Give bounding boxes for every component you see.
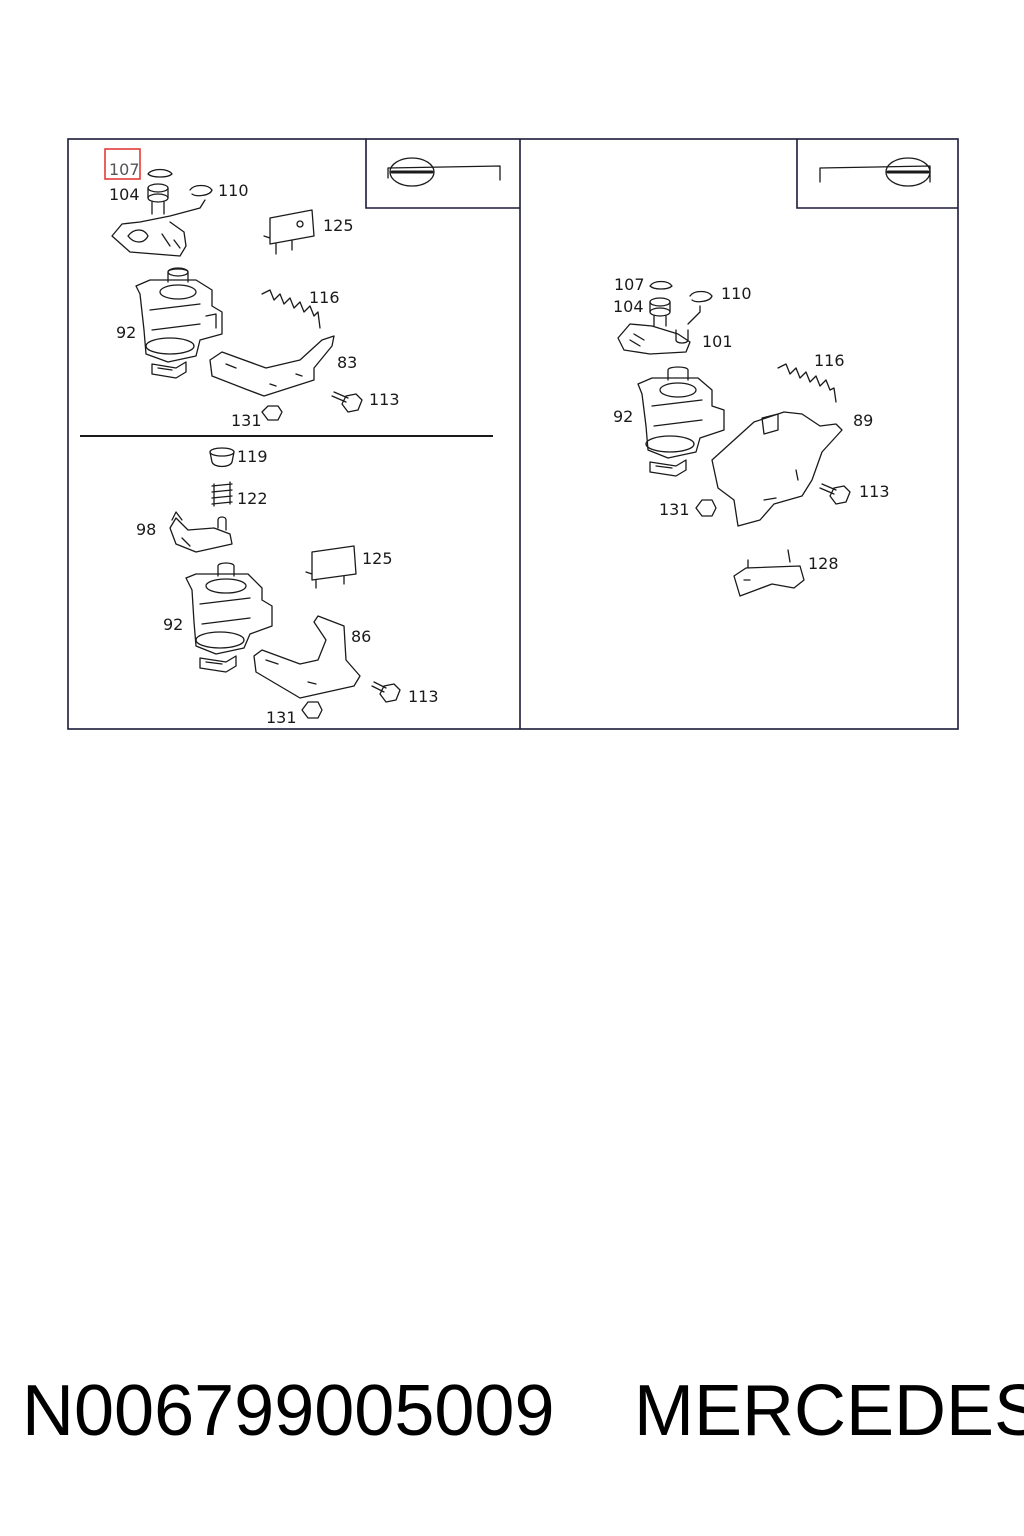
label-131-b[interactable]: 131 <box>266 708 297 727</box>
part-level-sensor-92 <box>135 267 223 379</box>
label-92-r[interactable]: 92 <box>613 407 633 426</box>
part-clip-r <box>649 280 673 290</box>
part-cap-119 <box>209 447 235 468</box>
part-spring-122 <box>211 481 233 507</box>
part-lever-plate <box>111 199 206 257</box>
part-circlip <box>189 184 213 197</box>
part-circlip-r <box>689 290 713 303</box>
part-nut-131-r <box>695 499 717 517</box>
label-116-r[interactable]: 116 <box>814 351 845 370</box>
panel-right <box>617 280 851 597</box>
part-level-sensor-92-r <box>637 366 725 477</box>
part-bolt-113-r <box>819 483 851 505</box>
label-119[interactable]: 119 <box>237 447 268 466</box>
part-spring-116 <box>261 289 321 329</box>
label-131[interactable]: 131 <box>231 411 262 430</box>
labels-right: 107 104 110 101 116 92 89 131 113 128 <box>613 275 890 573</box>
part-nut-131-b <box>301 701 323 719</box>
part-number: N006799005009 <box>22 1371 555 1451</box>
part-bracket-86 <box>253 615 361 699</box>
label-110-r[interactable]: 110 <box>721 284 752 303</box>
label-107-r[interactable]: 107 <box>614 275 645 294</box>
panel-top-left <box>111 168 363 421</box>
part-bracket-83 <box>209 335 335 397</box>
label-116[interactable]: 116 <box>309 288 340 307</box>
label-113-r[interactable]: 113 <box>859 482 890 501</box>
labels-top-left: 107 104 110 125 116 92 83 113 131 <box>104 148 400 430</box>
label-104-r[interactable]: 104 <box>613 297 644 316</box>
label-125-b[interactable]: 125 <box>362 549 393 568</box>
label-89-r[interactable]: 89 <box>853 411 873 430</box>
label-113[interactable]: 113 <box>369 390 400 409</box>
part-bracket-125 <box>263 209 315 255</box>
label-128-r[interactable]: 128 <box>808 554 839 573</box>
label-92[interactable]: 92 <box>116 323 136 342</box>
part-level-sensor-92-b <box>185 562 273 673</box>
vehicle-rear-axle-icon <box>796 139 958 209</box>
part-bolt-113-b <box>371 681 401 703</box>
panel-bottom-left <box>169 447 401 719</box>
part-lever-101 <box>617 323 691 355</box>
labels-bottom-left: 119 122 98 125 92 86 113 131 <box>136 447 439 727</box>
part-bracket-125-b <box>305 545 357 589</box>
label-104[interactable]: 104 <box>109 185 140 204</box>
label-86[interactable]: 86 <box>351 627 371 646</box>
part-spring-116-r <box>777 363 837 403</box>
vehicle-front-axle-icon <box>365 139 520 209</box>
label-113-b[interactable]: 113 <box>408 687 439 706</box>
label-125[interactable]: 125 <box>323 216 354 235</box>
part-clip <box>147 168 173 178</box>
part-plate-128 <box>733 549 805 597</box>
parts-diagram: 107 104 110 125 116 92 83 113 131 119 12… <box>67 138 959 730</box>
label-107[interactable]: 107 <box>109 160 140 179</box>
label-122[interactable]: 122 <box>237 489 268 508</box>
label-92-b[interactable]: 92 <box>163 615 183 634</box>
label-98[interactable]: 98 <box>136 520 156 539</box>
label-83[interactable]: 83 <box>337 353 357 372</box>
footer-caption: N006799005009 MERCEDES <box>0 1370 1024 1480</box>
part-bolt-113 <box>331 391 363 413</box>
label-101-r[interactable]: 101 <box>702 332 733 351</box>
part-nut-131 <box>261 405 283 421</box>
label-131-r[interactable]: 131 <box>659 500 690 519</box>
diagram-frame <box>67 138 959 730</box>
part-bushing <box>147 183 169 215</box>
part-bushing-r <box>649 297 671 327</box>
label-110[interactable]: 110 <box>218 181 249 200</box>
highlight-box <box>104 148 141 180</box>
part-bracket-89 <box>711 411 843 527</box>
part-lever-98 <box>169 517 233 553</box>
brand-name: MERCEDES <box>634 1371 1024 1451</box>
